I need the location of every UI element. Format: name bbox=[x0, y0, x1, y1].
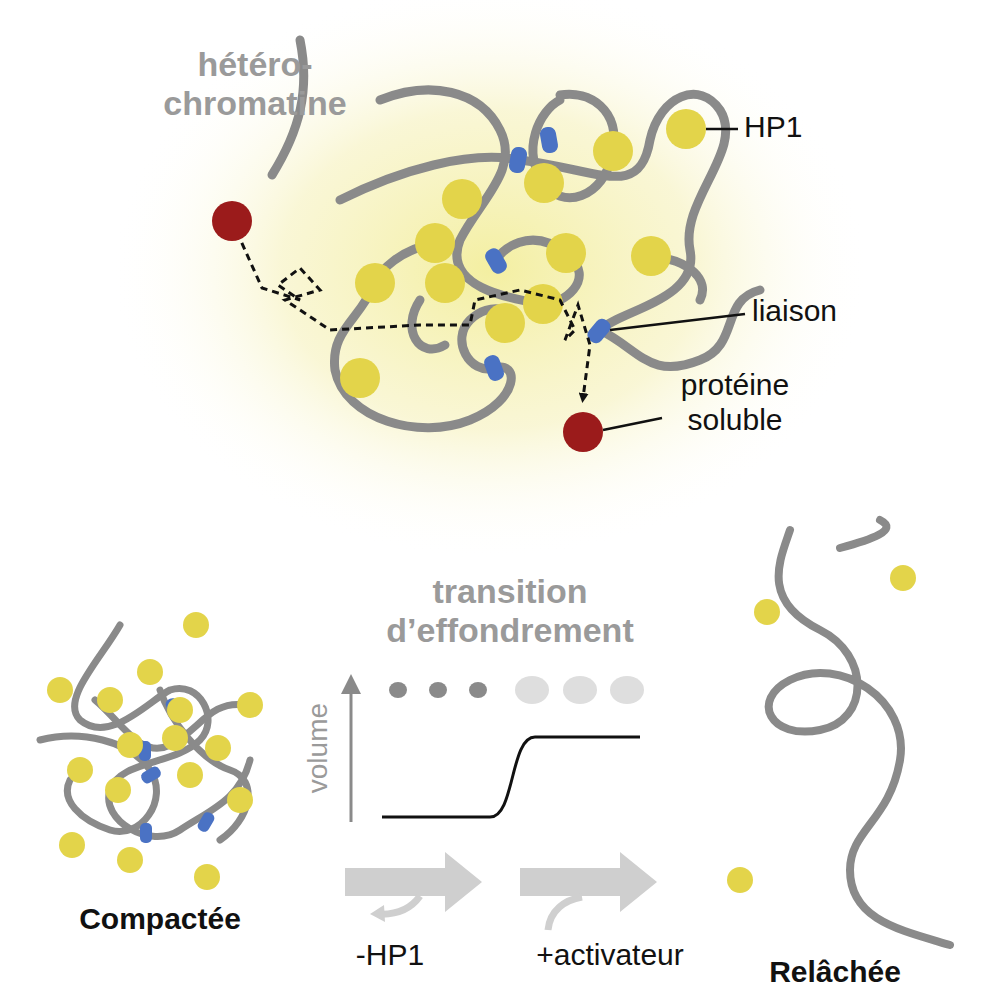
leader-line bbox=[603, 418, 662, 430]
leader-line bbox=[610, 314, 745, 330]
process-arrows bbox=[345, 852, 657, 912]
hp1-beads bbox=[340, 109, 706, 398]
release-arrow-head bbox=[370, 905, 385, 922]
compact-chromatin bbox=[40, 625, 250, 840]
soluble-protein bbox=[563, 412, 603, 452]
axis-label: volume bbox=[302, 703, 334, 793]
soluble-protein bbox=[212, 201, 252, 241]
part-label: HP1 bbox=[744, 110, 802, 145]
condition-label: -HP1 bbox=[330, 938, 450, 973]
region-label: hétéro- chromatine bbox=[148, 45, 363, 123]
condition-label: +activateur bbox=[515, 938, 705, 973]
bond-marks bbox=[139, 696, 216, 843]
volume-axis bbox=[350, 690, 353, 822]
hp1-beads bbox=[727, 565, 916, 893]
add-arrow bbox=[548, 897, 582, 930]
process-title: transition d’effondrement bbox=[345, 572, 675, 650]
diffusion-path bbox=[232, 221, 590, 398]
state-label: Relâchée bbox=[735, 955, 935, 990]
relaxed-chromatin bbox=[840, 520, 886, 548]
axis-head bbox=[341, 674, 361, 694]
state-dots bbox=[389, 676, 644, 704]
hp1-beads bbox=[47, 612, 263, 890]
state-label: Compactée bbox=[45, 902, 275, 937]
part-label: liaison bbox=[752, 294, 837, 329]
bond-marks bbox=[482, 126, 613, 383]
leader-line bbox=[706, 128, 738, 131]
relaxed-chromatin bbox=[769, 530, 950, 945]
part-label: protéine soluble bbox=[650, 368, 820, 437]
sigmoid-curve bbox=[382, 737, 640, 817]
heterochromatin-halo bbox=[110, 0, 870, 560]
